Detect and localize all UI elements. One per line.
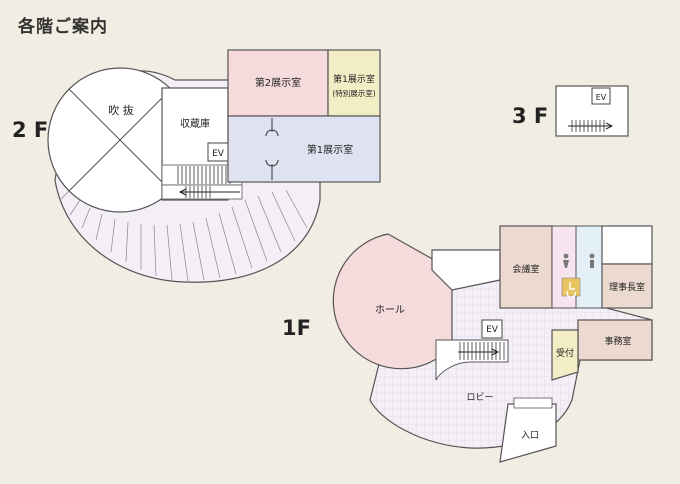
atrium-cross-2 [68,88,172,192]
stairs-1f-arrow [458,348,500,356]
stairs-3f-arrow [568,122,614,130]
lobby-label: ロビー [466,392,493,403]
entrance-door [513,397,553,409]
hall-label: ホール [375,304,405,316]
restroom-icon [563,253,595,268]
meeting-room [499,225,553,309]
floor-label-3f: 3 F [512,104,549,128]
floor-label-2f: 2 F [12,118,49,142]
gallery-1-special-sublabel: (特別展示室) [332,88,375,98]
atrium-label: 吹 抜 [108,103,134,117]
wc-men [575,225,603,309]
gallery-1-doors [265,118,279,180]
gallery-2-label: 第2展示室 [255,76,301,89]
ev-2f-label: EV [212,149,225,159]
reception-label: 受付 [556,347,574,359]
meeting-label: 会議室 [512,263,539,275]
storage-label: 収蔵庫 [180,117,210,130]
gallery-1-label: 第1展示室 [307,143,353,156]
plan-3f: EV [555,85,629,137]
director-label: 理事長室 [609,281,645,293]
storage-1f [601,225,653,265]
office-label: 事務室 [604,335,631,347]
stairs-1f-treads [459,342,505,360]
office-room [577,319,653,361]
entrance-label: 入口 [521,430,539,441]
page-title: 各階ご案内 [18,17,108,37]
floor-label-1f: 1F [282,316,311,340]
ramp-treads-2f [59,189,308,282]
ev-3f [591,87,611,105]
director-room [601,263,653,309]
ev-1f-label: EV [486,325,499,335]
hall-room [332,233,453,370]
plan-2f: 吹 抜 収蔵庫 [47,49,381,283]
stairs-2f-arrow [178,188,240,196]
gallery-1-special-label: 第1展示室 [333,73,375,85]
ev-3f-label: EV [596,93,607,102]
accessible-toilet-icon [561,277,581,297]
wheelchair-glyph [566,282,576,299]
stairs-2f-treads [177,166,231,184]
ev-1f [481,319,503,339]
plan-1f: ロビー ホール EV 会議室 [332,225,653,463]
hall-foyer [431,249,501,291]
reception-counter [551,329,579,381]
gallery-1-room [227,115,381,183]
gallery-1-special-room [327,49,381,117]
